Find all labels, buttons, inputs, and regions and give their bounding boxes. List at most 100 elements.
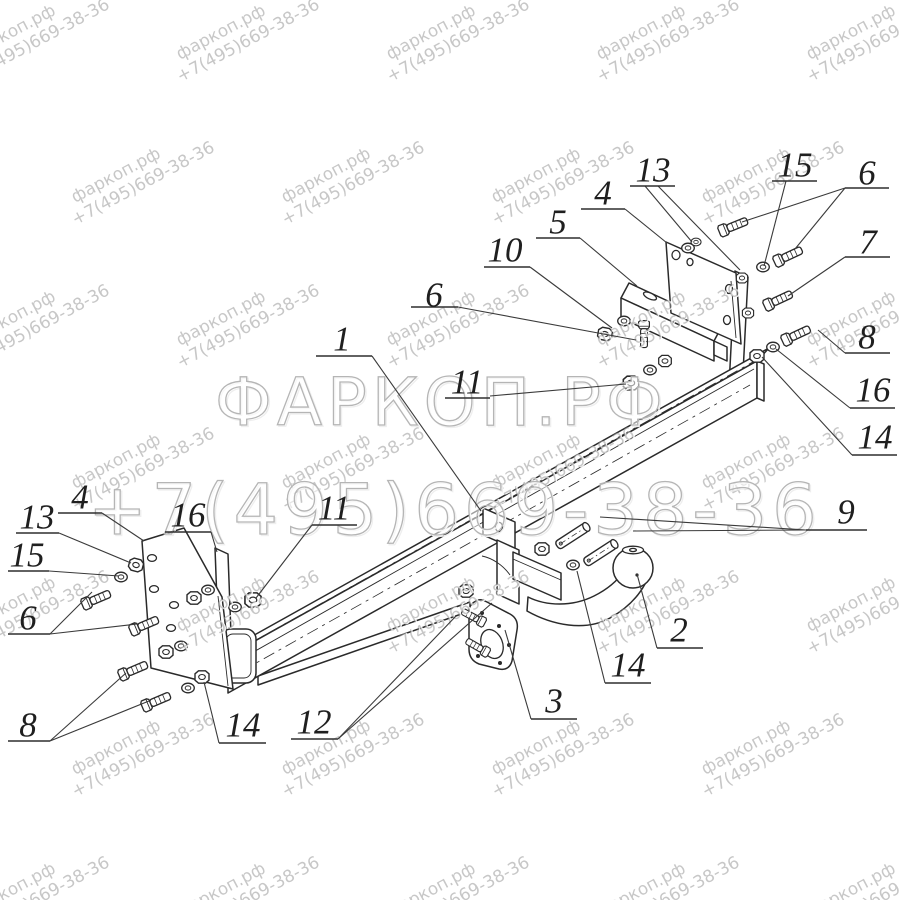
callout-3: 3 bbox=[504, 629, 577, 721]
leader-line bbox=[775, 348, 851, 409]
washer bbox=[566, 559, 580, 571]
washer bbox=[181, 682, 195, 694]
watermark-large: ФАРКОП.РФ ФАРКОП.РФ +7(495)669-38-36 +7(… bbox=[87, 363, 824, 553]
washer bbox=[690, 237, 702, 247]
callout-4: 4 bbox=[58, 478, 145, 542]
callout-1: 1 bbox=[316, 320, 482, 512]
callout-number: 11 bbox=[318, 489, 350, 528]
callout-number: 14 bbox=[858, 418, 893, 457]
watermark-tile: фаркоп.рффаркоп.рф+7(495)669-38-36+7(495… bbox=[0, 853, 114, 900]
leader-line bbox=[203, 681, 220, 744]
callout-14: 14 bbox=[576, 570, 651, 685]
leader-line bbox=[489, 383, 627, 397]
callout-number: 3 bbox=[544, 682, 563, 721]
leader-line bbox=[632, 529, 807, 532]
callout-7: 7 bbox=[787, 223, 890, 297]
tongue-arc-detail bbox=[481, 555, 511, 576]
callout-number: 11 bbox=[451, 363, 483, 402]
leader-line bbox=[761, 356, 853, 456]
nut bbox=[126, 556, 146, 574]
callout-2: 2 bbox=[636, 573, 703, 650]
callout-number: 6 bbox=[425, 276, 443, 315]
callout-number: 12 bbox=[297, 703, 332, 742]
washer bbox=[756, 261, 770, 273]
nut bbox=[194, 670, 210, 684]
watermark-tile: фаркоп.рффаркоп.рф+7(495)669-38-36+7(495… bbox=[0, 0, 114, 87]
watermark-tile: фаркоп.рффаркоп.рф+7(495)669-38-36+7(495… bbox=[698, 138, 849, 231]
watermark-tile: фаркоп.рффаркоп.рф+7(495)669-38-36+7(495… bbox=[173, 853, 324, 900]
washer bbox=[114, 571, 128, 583]
leader-line bbox=[579, 237, 638, 287]
leader-line bbox=[337, 602, 493, 740]
phone-watermark: +7(495)669-38-36 bbox=[88, 469, 822, 551]
callout-number: 15 bbox=[778, 146, 813, 185]
leader-line bbox=[763, 180, 787, 267]
callout-11: 11 bbox=[445, 363, 627, 402]
tow-hitch-exploded-view bbox=[79, 214, 813, 714]
watermark-tile: фаркоп.рффаркоп.рф+7(495)669-38-36+7(495… bbox=[803, 281, 900, 374]
leader-line bbox=[58, 532, 132, 564]
watermark-tile: фаркоп.рффаркоп.рф+7(495)669-38-36+7(495… bbox=[383, 281, 534, 374]
callout-5: 5 bbox=[536, 203, 638, 287]
callout-16: 16 bbox=[775, 348, 895, 410]
callout-number: 1 bbox=[333, 320, 351, 359]
watermark-tile: фаркоп.рффаркоп.рф+7(495)669-38-36+7(495… bbox=[803, 0, 900, 87]
callout-number: 13 bbox=[20, 498, 55, 537]
tow-ball bbox=[612, 545, 654, 589]
watermark-tile: фаркоп.рффаркоп.рф+7(495)669-38-36+7(495… bbox=[383, 853, 534, 900]
watermark-tile: фаркоп.рффаркоп.рф+7(495)669-38-36+7(495… bbox=[68, 138, 219, 231]
leader-line bbox=[817, 329, 846, 354]
callout-number: 13 bbox=[636, 151, 671, 190]
callout-6: 6 bbox=[741, 154, 889, 250]
callout-15: 15 bbox=[763, 146, 817, 267]
callout-number: 16 bbox=[856, 371, 892, 410]
leader-line bbox=[794, 187, 846, 250]
nut bbox=[186, 591, 202, 605]
leader-line bbox=[599, 516, 807, 531]
leader-line bbox=[504, 629, 532, 720]
brand-watermark: ФАРКОП.РФ bbox=[215, 364, 668, 441]
leader-line bbox=[101, 512, 145, 542]
callout-number: 6 bbox=[858, 154, 876, 193]
callout-12: 12 bbox=[291, 602, 493, 742]
callout-15: 15 bbox=[8, 536, 120, 577]
svg-text:+7(495)669-38-36: +7(495)669-38-36 bbox=[0, 281, 113, 373]
watermark-tile: фаркоп.рффаркоп.рф+7(495)669-38-36+7(495… bbox=[173, 281, 324, 374]
callout-number: 4 bbox=[594, 174, 612, 213]
watermark-tile: фаркоп.рффаркоп.рф+7(495)669-38-36+7(495… bbox=[173, 0, 324, 87]
leader-line bbox=[255, 524, 313, 599]
callout-4: 4 bbox=[581, 174, 668, 244]
watermark-tile: фаркоп.рффаркоп.рф+7(495)669-38-36+7(495… bbox=[0, 281, 114, 374]
leader-line bbox=[49, 700, 150, 742]
leader-line bbox=[49, 591, 93, 635]
callout-number: 8 bbox=[858, 318, 876, 357]
callout-number: 10 bbox=[488, 231, 524, 270]
leader-line bbox=[644, 185, 693, 243]
nut bbox=[735, 272, 749, 284]
leader-line bbox=[657, 185, 741, 271]
leader-line bbox=[529, 266, 613, 329]
watermark-tile: фаркоп.рффаркоп.рф+7(495)669-38-36+7(495… bbox=[593, 0, 744, 87]
watermark-tile: фаркоп.рффаркоп.рф+7(495)669-38-36+7(495… bbox=[68, 710, 219, 803]
svg-text:+7(495)669-38-36: +7(495)669-38-36 bbox=[0, 567, 113, 659]
callout-16: 16 bbox=[165, 496, 218, 553]
leader-line bbox=[49, 623, 138, 635]
bolt bbox=[139, 689, 173, 714]
nut bbox=[749, 349, 765, 363]
callout-13: 13 bbox=[630, 151, 741, 271]
callout-number: 14 bbox=[226, 706, 261, 745]
leader-line bbox=[636, 573, 658, 649]
callout-8: 8 bbox=[817, 318, 890, 357]
leader-line bbox=[48, 570, 120, 577]
watermark-tile: фаркоп.рффаркоп.рф+7(495)669-38-36+7(495… bbox=[278, 138, 429, 231]
leader-line bbox=[210, 531, 218, 553]
leader-line bbox=[371, 355, 482, 512]
callout-10: 10 bbox=[484, 231, 613, 329]
phone-watermark-shadow: +7(495)669-38-36 bbox=[90, 471, 824, 553]
leader-line bbox=[787, 256, 846, 297]
callout-8: 8 bbox=[8, 672, 150, 745]
callout-number: 5 bbox=[549, 203, 567, 242]
leader-line bbox=[337, 615, 457, 740]
callout-number: 14 bbox=[611, 646, 646, 685]
